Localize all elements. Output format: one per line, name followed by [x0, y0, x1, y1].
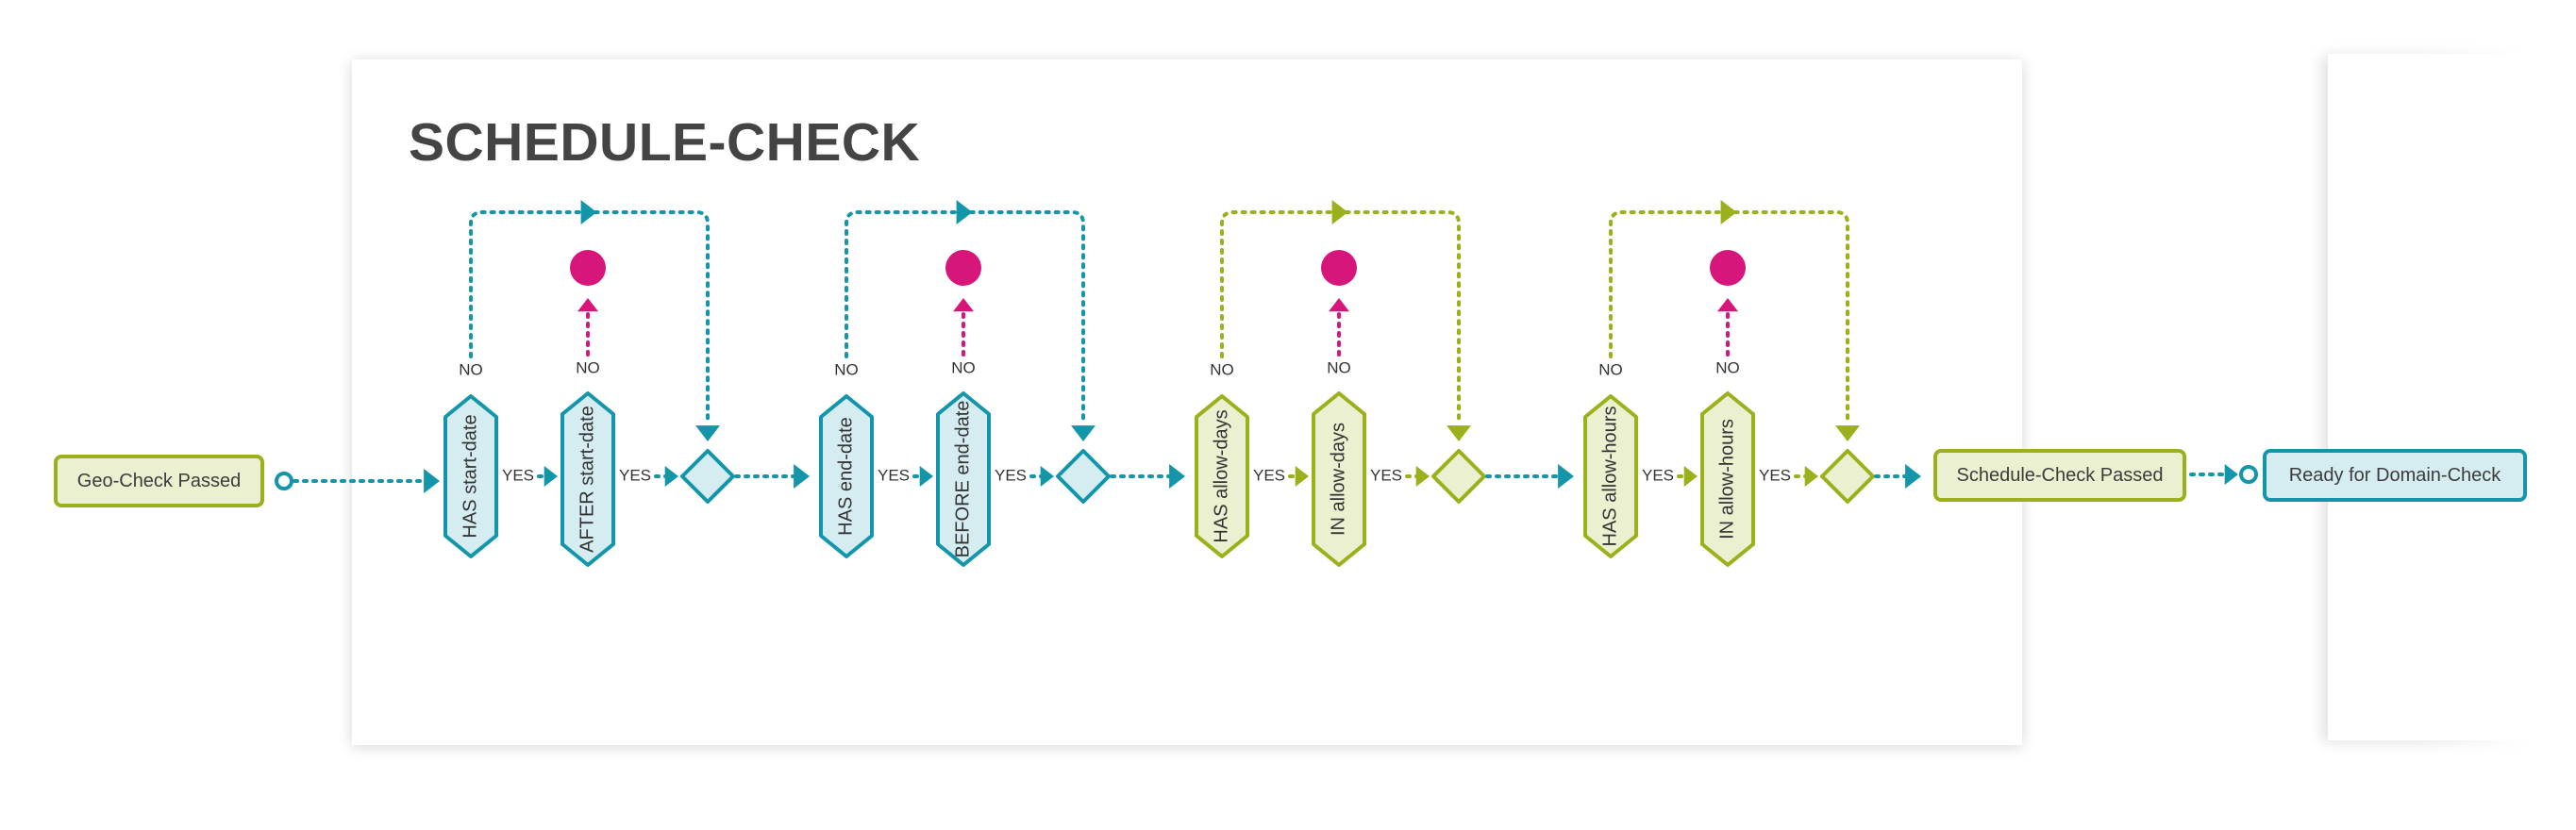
- group-3-no-loop-arrow: [1331, 200, 1348, 224]
- geo-check-passed-box: Geo-Check Passed: [54, 455, 264, 507]
- group-4-has-node: [1583, 394, 1638, 558]
- group-2-yes-label-1: YES: [878, 466, 910, 484]
- group-1-reject-icon: [570, 250, 606, 286]
- end-arrow: [2224, 464, 2238, 485]
- group-3-yes-label-1: YES: [1253, 466, 1285, 484]
- group-1-has-node-label: HAS start-date: [460, 414, 480, 538]
- group-4-no-loop-arrow: [1720, 200, 1737, 224]
- group-2-reject-icon: [945, 250, 981, 286]
- group-4-yes-arrow-2: [1804, 466, 1818, 487]
- group-3-no-label-1: NO: [1210, 360, 1234, 378]
- group-2-yes-arrow-1: [919, 466, 933, 487]
- panel-fade: [2416, 38, 2576, 755]
- group-3-yes-arrow-2: [1415, 466, 1430, 487]
- group-4-no-label-2: NO: [1715, 358, 1740, 376]
- group-4-check-node: [1700, 391, 1755, 567]
- group-4-check-node-label: IN allow-hours: [1716, 419, 1737, 540]
- group-4-yes-arrow-1: [1683, 466, 1698, 487]
- group-3-check-node: [1312, 391, 1366, 567]
- group-2-yes-label-2: YES: [995, 466, 1027, 484]
- group-1-yes-arrow-1: [544, 466, 558, 487]
- start-arrow: [424, 469, 440, 493]
- group-2-has-node: [819, 394, 874, 558]
- group-1-merge-diamond: [680, 449, 735, 504]
- group-3-no-loop-arrow-down: [1447, 425, 1471, 441]
- group-3-reject-arrow: [1329, 298, 1349, 312]
- group-3-yes-label-2: YES: [1370, 466, 1402, 484]
- group-4-yes-label-1: YES: [1642, 466, 1674, 484]
- group-4-reject-icon: [1710, 250, 1746, 286]
- group-2-reject-arrow: [953, 298, 974, 312]
- group-3-yes-arrow-1: [1295, 466, 1309, 487]
- schedule-check-passed-box: Schedule-Check Passed: [1933, 449, 2186, 502]
- group-1-check-node: [560, 391, 615, 567]
- group-3-reject-icon: [1321, 250, 1357, 286]
- group-2-merge-diamond: [1056, 449, 1111, 504]
- group-3-check-node-label: IN allow-days: [1328, 423, 1348, 536]
- group-2-out-arrow: [1169, 464, 1185, 489]
- group-3-has-node: [1195, 394, 1249, 558]
- group-1-yes-label-2: YES: [619, 466, 651, 484]
- group-3-no-label-2: NO: [1327, 358, 1351, 376]
- group-1-reject-arrow: [577, 298, 598, 312]
- group-4-out-arrow: [1905, 464, 1921, 489]
- group-1-yes-label-1: YES: [502, 466, 534, 484]
- group-4-merge-diamond: [1820, 449, 1875, 504]
- group-2-no-loop-arrow-down: [1071, 425, 1096, 441]
- schedule-check-panel: [352, 59, 2022, 745]
- group-3-out-arrow: [1558, 464, 1574, 489]
- group-1-no-label-1: NO: [459, 360, 483, 378]
- group-1-no-label-2: NO: [576, 358, 600, 376]
- group-3-merge-diamond: [1431, 449, 1486, 504]
- group-2-has-node-label: HAS end-date: [835, 417, 856, 536]
- group-2-no-label-2: NO: [951, 358, 976, 376]
- group-2-yes-arrow-2: [1040, 466, 1054, 487]
- group-4-no-label-1: NO: [1598, 360, 1623, 378]
- group-2-check-node-label: BEFORE end-date: [952, 401, 973, 558]
- group-1-no-loop-arrow-down: [695, 425, 720, 441]
- group-2-no-label-1: NO: [834, 360, 859, 378]
- end-node-icon: [2239, 465, 2258, 484]
- group-4-reject-arrow: [1717, 298, 1738, 312]
- group-4-no-loop-arrow-down: [1835, 425, 1860, 441]
- ready-for-domain-check-box: Ready for Domain-Check: [2263, 449, 2527, 502]
- group-1-has-node: [443, 394, 498, 558]
- group-1-yes-arrow-2: [664, 466, 678, 487]
- group-2-no-loop-arrow: [956, 200, 973, 224]
- start-node-icon: [275, 472, 293, 490]
- diagram-title: SCHEDULE-CHECK: [409, 112, 921, 173]
- group-1-check-node-label: AFTER start-date: [577, 406, 597, 553]
- group-4-has-node-label: HAS allow-hours: [1599, 407, 1620, 547]
- group-1-out-arrow: [794, 464, 810, 489]
- group-3-has-node-label: HAS allow-days: [1211, 409, 1231, 542]
- group-4-yes-label-2: YES: [1759, 466, 1791, 484]
- group-1-no-loop-arrow: [580, 200, 597, 224]
- group-2-check-node: [936, 391, 991, 567]
